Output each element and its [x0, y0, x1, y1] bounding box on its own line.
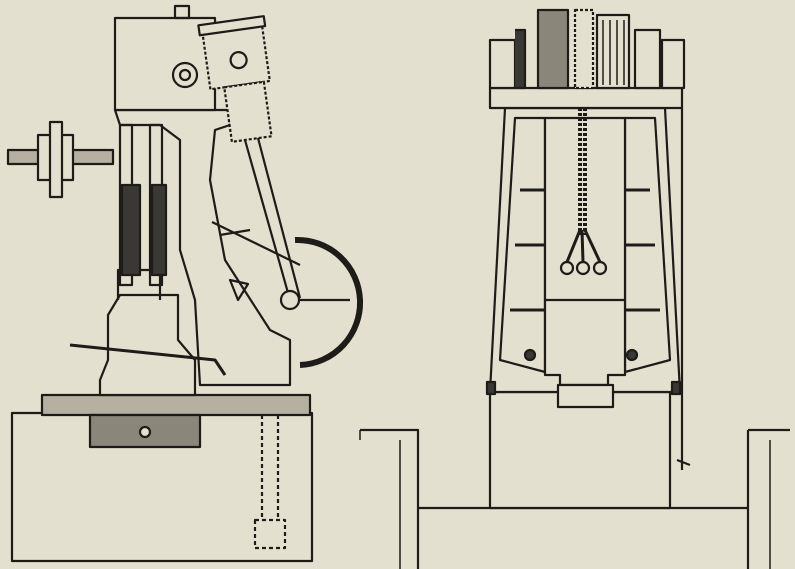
- connecting-rod: [243, 137, 302, 301]
- cylinder: [113, 16, 217, 112]
- front-bed: [488, 390, 672, 510]
- base-plate: [40, 393, 312, 417]
- flywheel: [294, 236, 363, 368]
- coupling-detail: [6, 120, 115, 199]
- side-elevation: [6, 4, 363, 563]
- top-mechanism: [488, 8, 686, 90]
- valve-chest: [197, 15, 273, 143]
- chain: [578, 108, 587, 235]
- anvil: [98, 293, 197, 397]
- top-platform: [488, 86, 684, 110]
- hand-lever: [69, 343, 227, 376]
- front-elevation: [359, 8, 790, 569]
- frame-column: [113, 108, 292, 387]
